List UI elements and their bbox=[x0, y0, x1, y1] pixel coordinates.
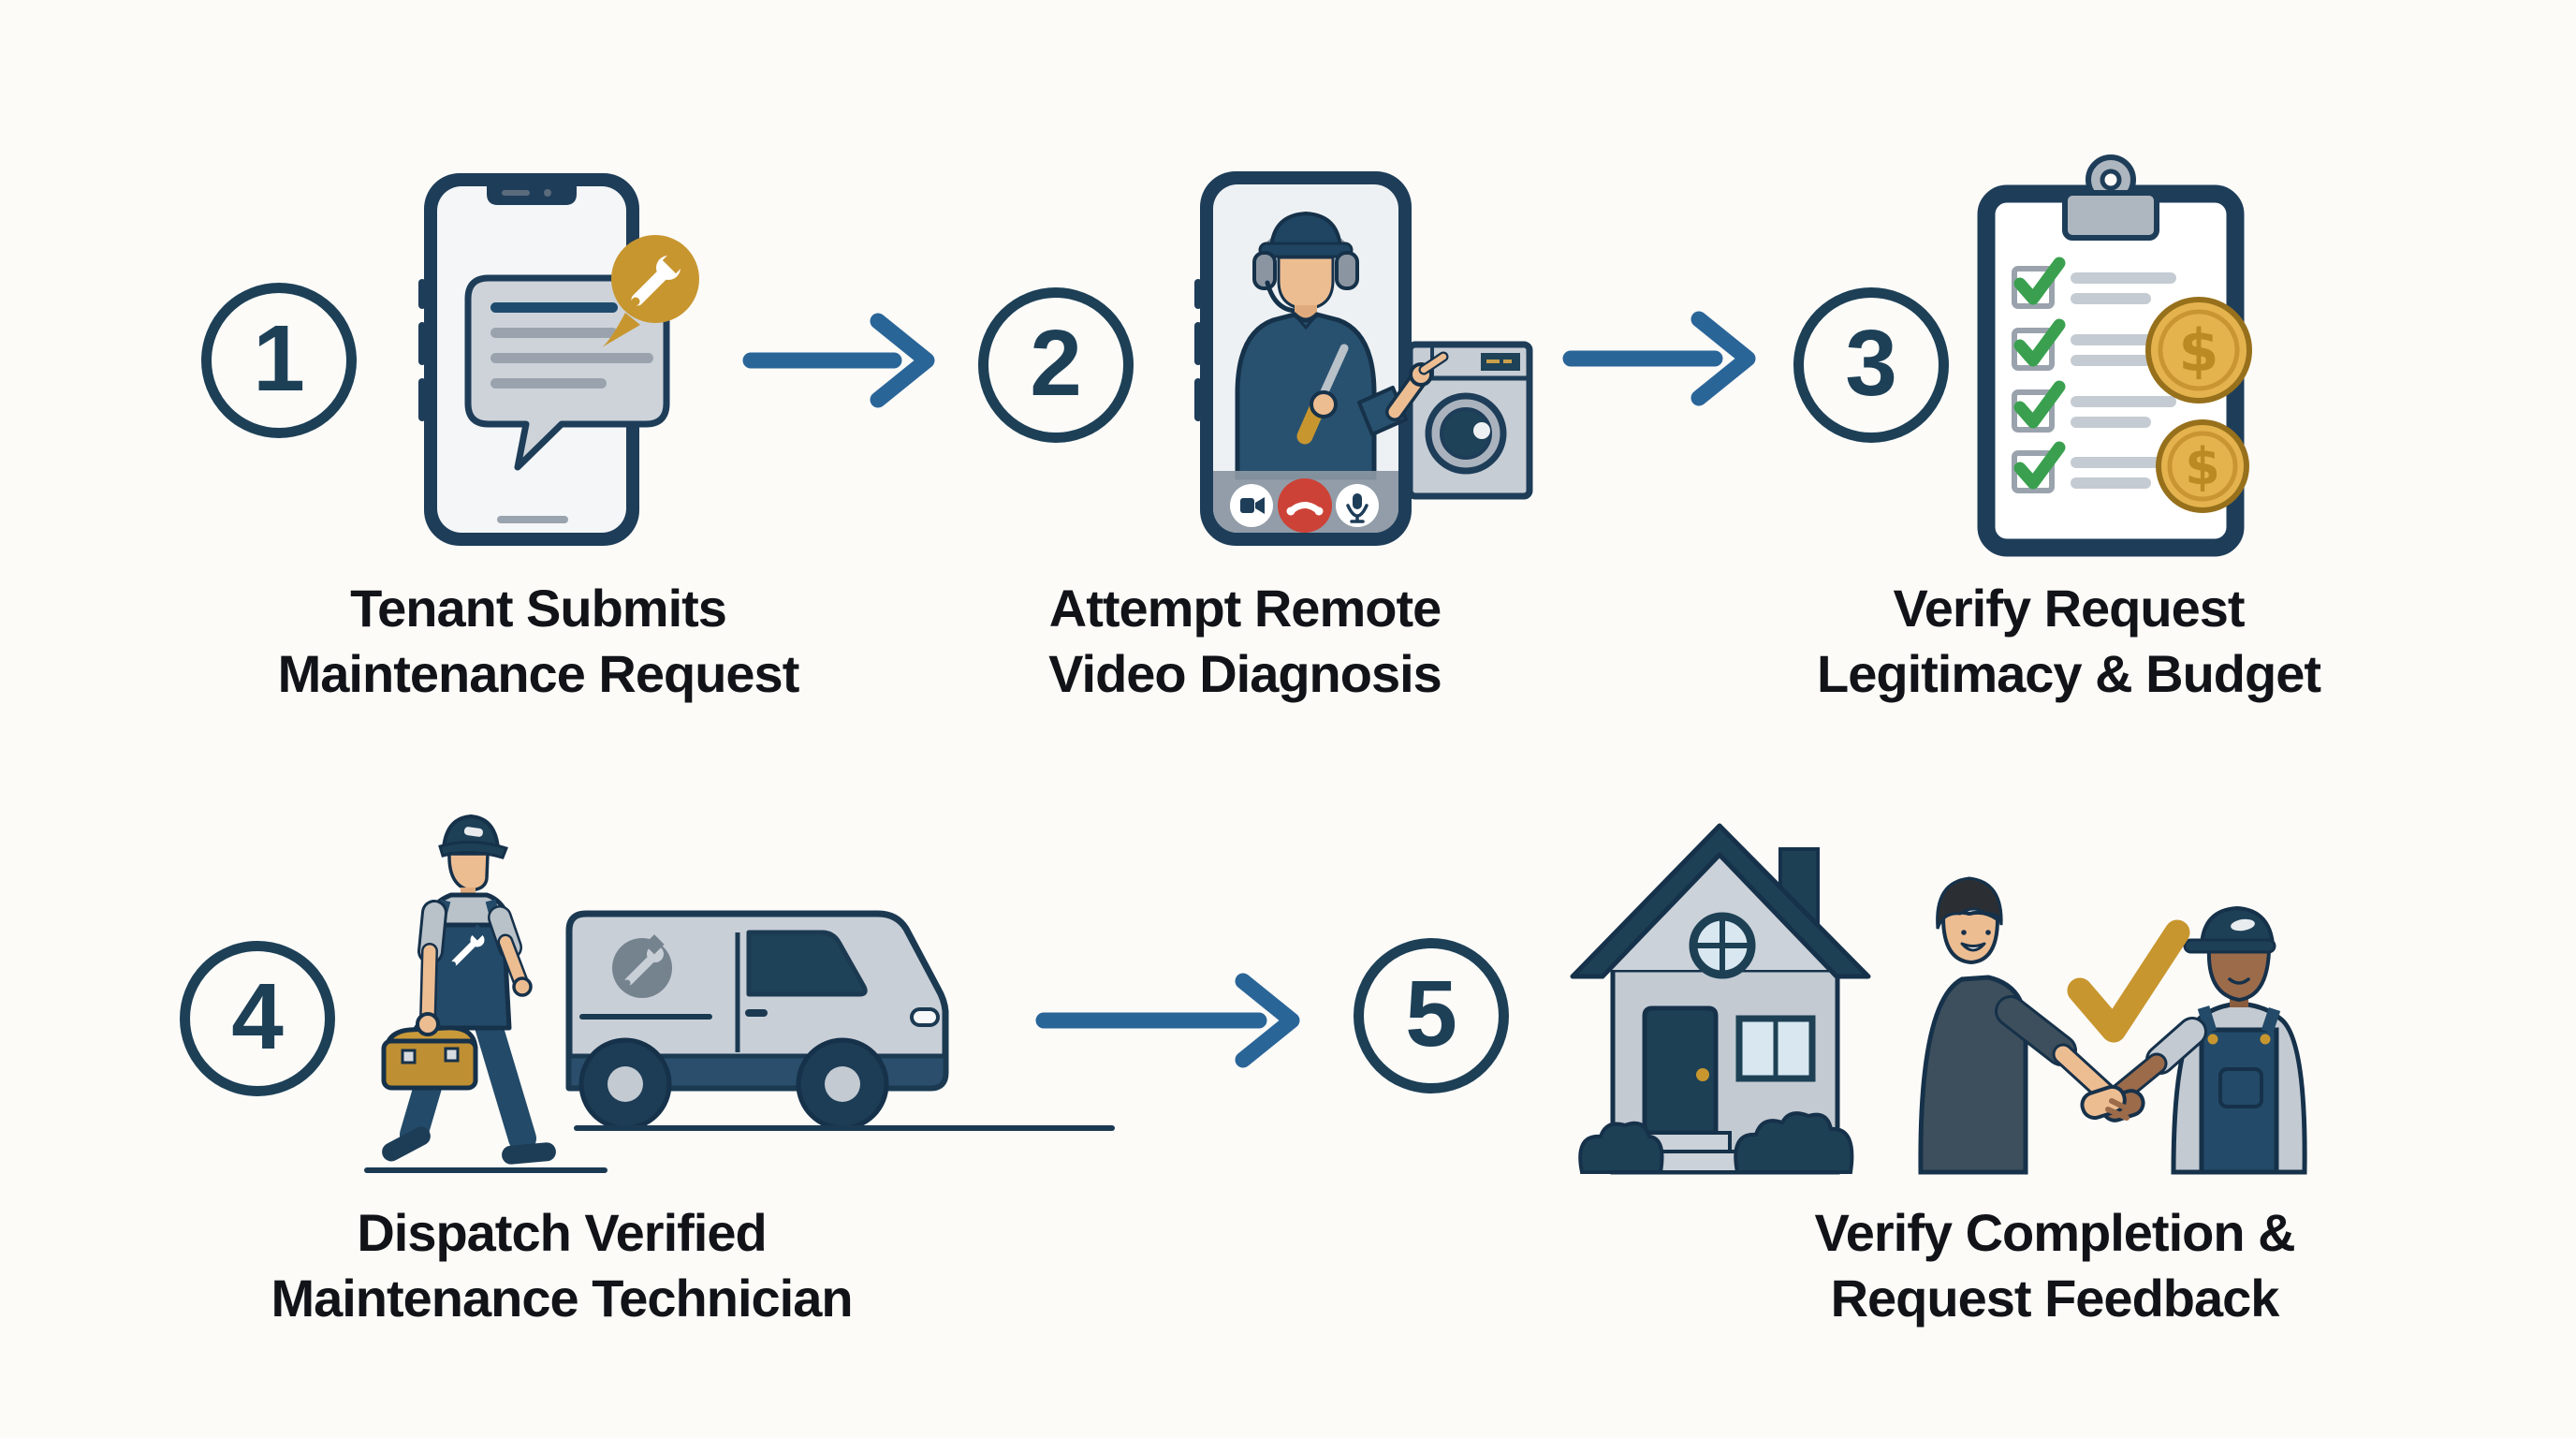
step-5-number-badge: 5 bbox=[1354, 938, 1509, 1093]
dollar-coin-icon: $ bbox=[2156, 419, 2249, 513]
video-call-screen bbox=[1213, 211, 1398, 533]
dollar-symbol: $ bbox=[2185, 437, 2220, 496]
step-2-number: 2 bbox=[1030, 311, 1082, 416]
video-call-diagnosis-icon bbox=[1194, 171, 1533, 546]
door-icon bbox=[1642, 1005, 1719, 1136]
mic-button-icon bbox=[1336, 484, 1379, 527]
step-3-number-badge: 3 bbox=[1793, 287, 1949, 443]
bush-icon bbox=[1734, 1111, 1854, 1174]
step-4-number: 4 bbox=[231, 964, 284, 1069]
house-icon bbox=[1570, 823, 1871, 1175]
handshake-icon bbox=[2080, 1084, 2145, 1123]
step-4-caption: Dispatch Verified Maintenance Technician bbox=[271, 1203, 853, 1328]
checklist-row bbox=[2012, 441, 2176, 493]
smartphone-chat-wrench-icon bbox=[418, 173, 699, 546]
checkmark-icon bbox=[2013, 441, 2066, 490]
checklist-row bbox=[2012, 380, 2176, 433]
checkmark-icon bbox=[2013, 257, 2066, 305]
hangup-button-icon bbox=[1278, 478, 1332, 533]
step-2-caption: Attempt Remote Video Diagnosis bbox=[1048, 579, 1442, 703]
call-controls-bar bbox=[1213, 471, 1398, 533]
van-wheel-icon bbox=[578, 1037, 672, 1131]
checklist-row bbox=[2012, 257, 2176, 309]
walking-technician-figure bbox=[381, 814, 556, 1165]
tenant-figure bbox=[1918, 876, 2117, 1175]
van-wheel-icon bbox=[796, 1037, 889, 1131]
checklist-budget-icon: $ $ bbox=[1977, 154, 2252, 557]
dollar-symbol: $ bbox=[2178, 316, 2218, 385]
step-5-number: 5 bbox=[1405, 961, 1457, 1066]
service-van-icon bbox=[565, 910, 949, 1131]
checkmark-icon bbox=[2013, 380, 2066, 429]
wrench-badge-icon bbox=[602, 235, 699, 347]
chat-bubble-icon bbox=[464, 274, 670, 471]
checklist-rows bbox=[2012, 257, 2176, 493]
overalls-wrench-mark-icon bbox=[450, 924, 486, 967]
arrow-step4-to-step5 bbox=[1035, 973, 1300, 1068]
arrow-step2-to-step3 bbox=[1562, 311, 1756, 406]
overalls-bib bbox=[2199, 1027, 2279, 1175]
step-3-caption: Verify Request Legitimacy & Budget bbox=[1817, 579, 2321, 703]
van-wrench-logo-icon bbox=[612, 934, 672, 998]
bush-icon bbox=[1578, 1121, 1664, 1174]
dollar-coin-icon: $ bbox=[2145, 297, 2252, 404]
checkmark-icon bbox=[2013, 318, 2066, 367]
house-handshake-check-icon bbox=[1570, 823, 2307, 1175]
phone-notch bbox=[487, 186, 577, 205]
door-knob bbox=[1696, 1068, 1709, 1081]
pointing-arm bbox=[1357, 351, 1449, 436]
technician-figure bbox=[2104, 905, 2307, 1175]
remote-technician-figure bbox=[1235, 211, 1377, 480]
step-4-number-badge: 4 bbox=[180, 941, 335, 1096]
bib-pocket bbox=[2218, 1067, 2263, 1108]
step-3-number: 3 bbox=[1845, 311, 1897, 416]
gold-checkmark-icon bbox=[2067, 919, 2190, 1043]
step-1-caption: Tenant Submits Maintenance Request bbox=[277, 579, 800, 703]
arrow-step1-to-step2 bbox=[742, 313, 935, 408]
step-2-number-badge: 2 bbox=[978, 287, 1134, 443]
step-1-number: 1 bbox=[253, 306, 305, 411]
home-indicator bbox=[497, 516, 568, 523]
screwdriver-icon bbox=[1296, 344, 1349, 445]
step-5-caption: Verify Completion & Request Feedback bbox=[1814, 1203, 2295, 1328]
step-1-number-badge: 1 bbox=[201, 283, 357, 438]
technician-van-icon bbox=[364, 814, 1115, 1173]
side-window-icon bbox=[1735, 1015, 1816, 1082]
round-window-icon bbox=[1689, 912, 1756, 979]
camera-button-icon bbox=[1230, 484, 1273, 527]
toolbox-icon bbox=[381, 1012, 478, 1091]
